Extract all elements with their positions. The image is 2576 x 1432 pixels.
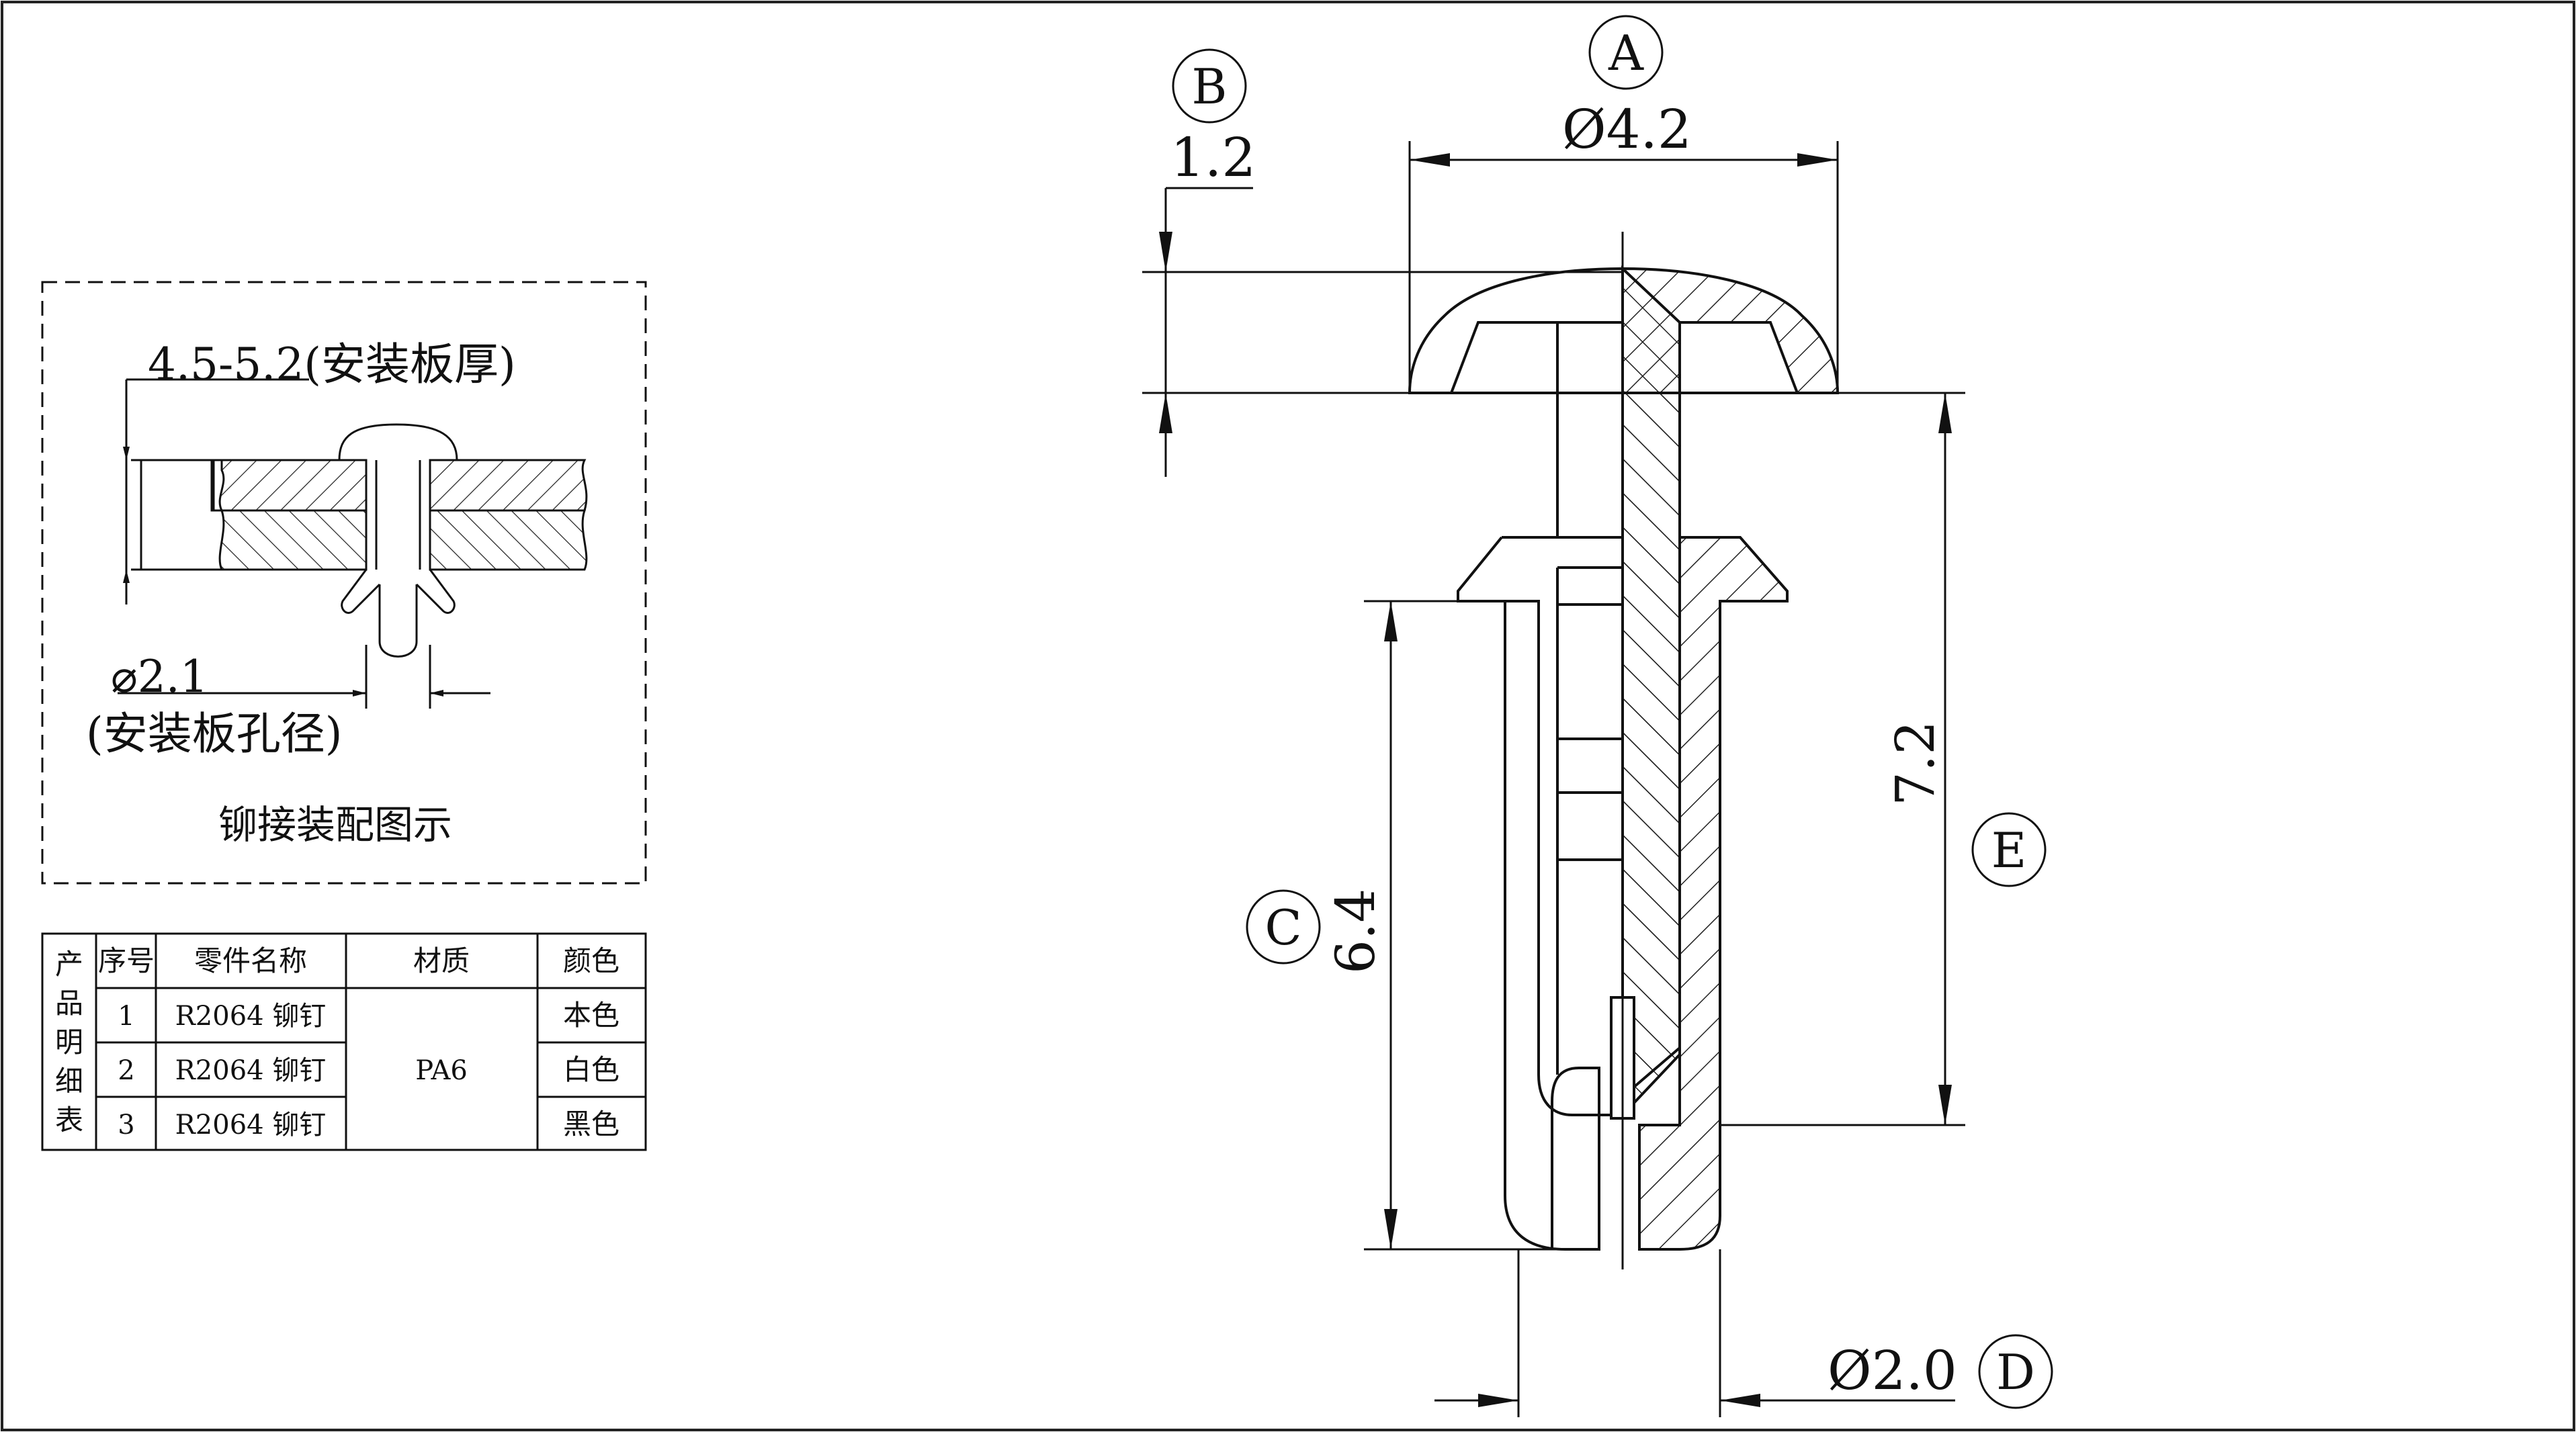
table-side-label-2: 明 xyxy=(55,1026,83,1059)
rivet-main-view xyxy=(1408,232,1840,1269)
callout-e: E xyxy=(1971,812,2047,887)
table-material: PA6 xyxy=(415,1055,468,1086)
table-row-3-no: 3 xyxy=(118,1110,134,1140)
table-side-label-3: 细 xyxy=(55,1065,83,1098)
table-side-label-4: 表 xyxy=(55,1104,83,1136)
table-row-1-name: R2064 铆钉 xyxy=(175,1001,327,1032)
callout-c: C xyxy=(1246,889,1321,965)
table-row-2-name: R2064 铆钉 xyxy=(175,1055,327,1086)
svg-text:A: A xyxy=(1608,25,1644,81)
table-header-material: 材质 xyxy=(413,944,470,977)
panel-upper xyxy=(218,459,368,512)
callout-a: A xyxy=(1588,15,1664,90)
table-side-label-1: 品 xyxy=(55,987,83,1020)
parts-table xyxy=(41,932,647,1151)
table-header-no: 序号 xyxy=(98,944,155,977)
table-row-1-no: 1 xyxy=(118,1001,134,1032)
dim-shank-diameter: Ø2.0 xyxy=(1828,1339,1957,1402)
collar-section xyxy=(1638,536,1789,1251)
table-row-3-color: 黑色 xyxy=(563,1108,619,1140)
table-row-2-color: 白色 xyxy=(563,1053,619,1086)
dim-head-height: 1.2 xyxy=(1170,126,1256,189)
panel-lower xyxy=(218,509,368,571)
svg-text:C: C xyxy=(1264,899,1301,956)
table-side-label-0: 产 xyxy=(55,948,83,981)
table-row-2-no: 2 xyxy=(118,1055,134,1086)
hole-diameter-label: ⌀2.1 xyxy=(111,651,208,703)
table-row-3-name: R2064 铆钉 xyxy=(175,1110,327,1140)
table-header-name: 零件名称 xyxy=(194,944,307,977)
callout-b: B xyxy=(1172,48,1247,124)
table-row-1-color: 本色 xyxy=(563,999,619,1032)
dim-head-diameter: Ø4.2 xyxy=(1562,98,1692,161)
svg-text:E: E xyxy=(1991,822,2027,879)
svg-text:D: D xyxy=(1996,1344,2035,1400)
svg-text:B: B xyxy=(1192,58,1228,115)
panel-upper-right xyxy=(429,459,588,512)
assembly-frame xyxy=(41,281,647,885)
dimension-lines xyxy=(1142,141,1965,1417)
dim-body-length: 6.4 xyxy=(1324,889,1387,974)
assembly-caption: 铆接装配图示 xyxy=(218,802,452,848)
panel-thickness-label: 4.5-5.2(安装板厚) xyxy=(148,339,516,390)
assembly-diagram xyxy=(118,378,588,709)
dim-overall-length: 7.2 xyxy=(1884,721,1946,806)
hole-diameter-note: (安装板孔径) xyxy=(86,708,343,760)
table-header-color: 颜色 xyxy=(563,944,619,977)
panel-lower-right xyxy=(429,509,588,571)
callout-d: D xyxy=(1978,1334,2053,1409)
